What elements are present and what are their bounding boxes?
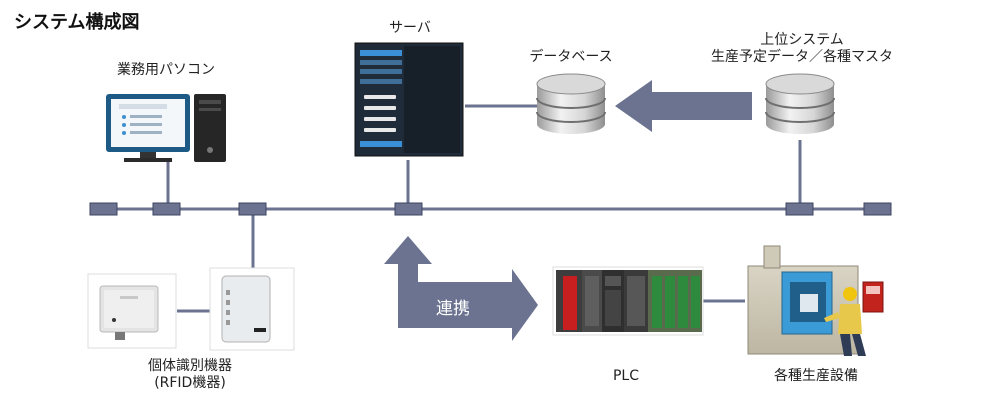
desktop-pc-icon (106, 94, 226, 162)
coordination-label: 連携 (436, 299, 470, 319)
plc-icon (552, 266, 704, 336)
plc-label: PLC (612, 368, 640, 384)
network-node-box (863, 202, 892, 216)
network-node-box (89, 202, 118, 216)
network-node-boxes (89, 202, 892, 216)
network-backbone (110, 104, 878, 313)
upper-system-database-icon (765, 73, 835, 134)
equipment-label: 各種生産設備 (774, 368, 858, 384)
data-transfer-arrow (615, 80, 752, 132)
coordination-arrow (384, 236, 538, 341)
rfid-reader-icon (87, 267, 295, 351)
upper-system-label: 上位システム 生産予定データ／各種マスタ (692, 32, 912, 66)
network-node-box (394, 202, 423, 216)
server-label: サーバ (389, 20, 431, 36)
rfid-label: 個体識別機器 (RFID機器) (120, 358, 260, 392)
rfid-label-line2: (RFID機器) (154, 375, 226, 391)
network-node-box (152, 202, 181, 216)
network-node-box (238, 202, 267, 216)
network-node-box (785, 202, 814, 216)
pc-label: 業務用パソコン (117, 62, 215, 78)
server-rack-icon (354, 42, 464, 157)
rfid-label-line1: 個体識別機器 (148, 358, 232, 374)
database-label: データベース (529, 49, 613, 65)
database-icon (536, 73, 606, 134)
upper-system-label-line1: 上位システム (760, 32, 844, 48)
diagram-title: システム構成図 (14, 12, 140, 33)
upper-system-label-line2: 生産予定データ／各種マスタ (711, 49, 893, 65)
machine-tool-icon (747, 245, 884, 356)
